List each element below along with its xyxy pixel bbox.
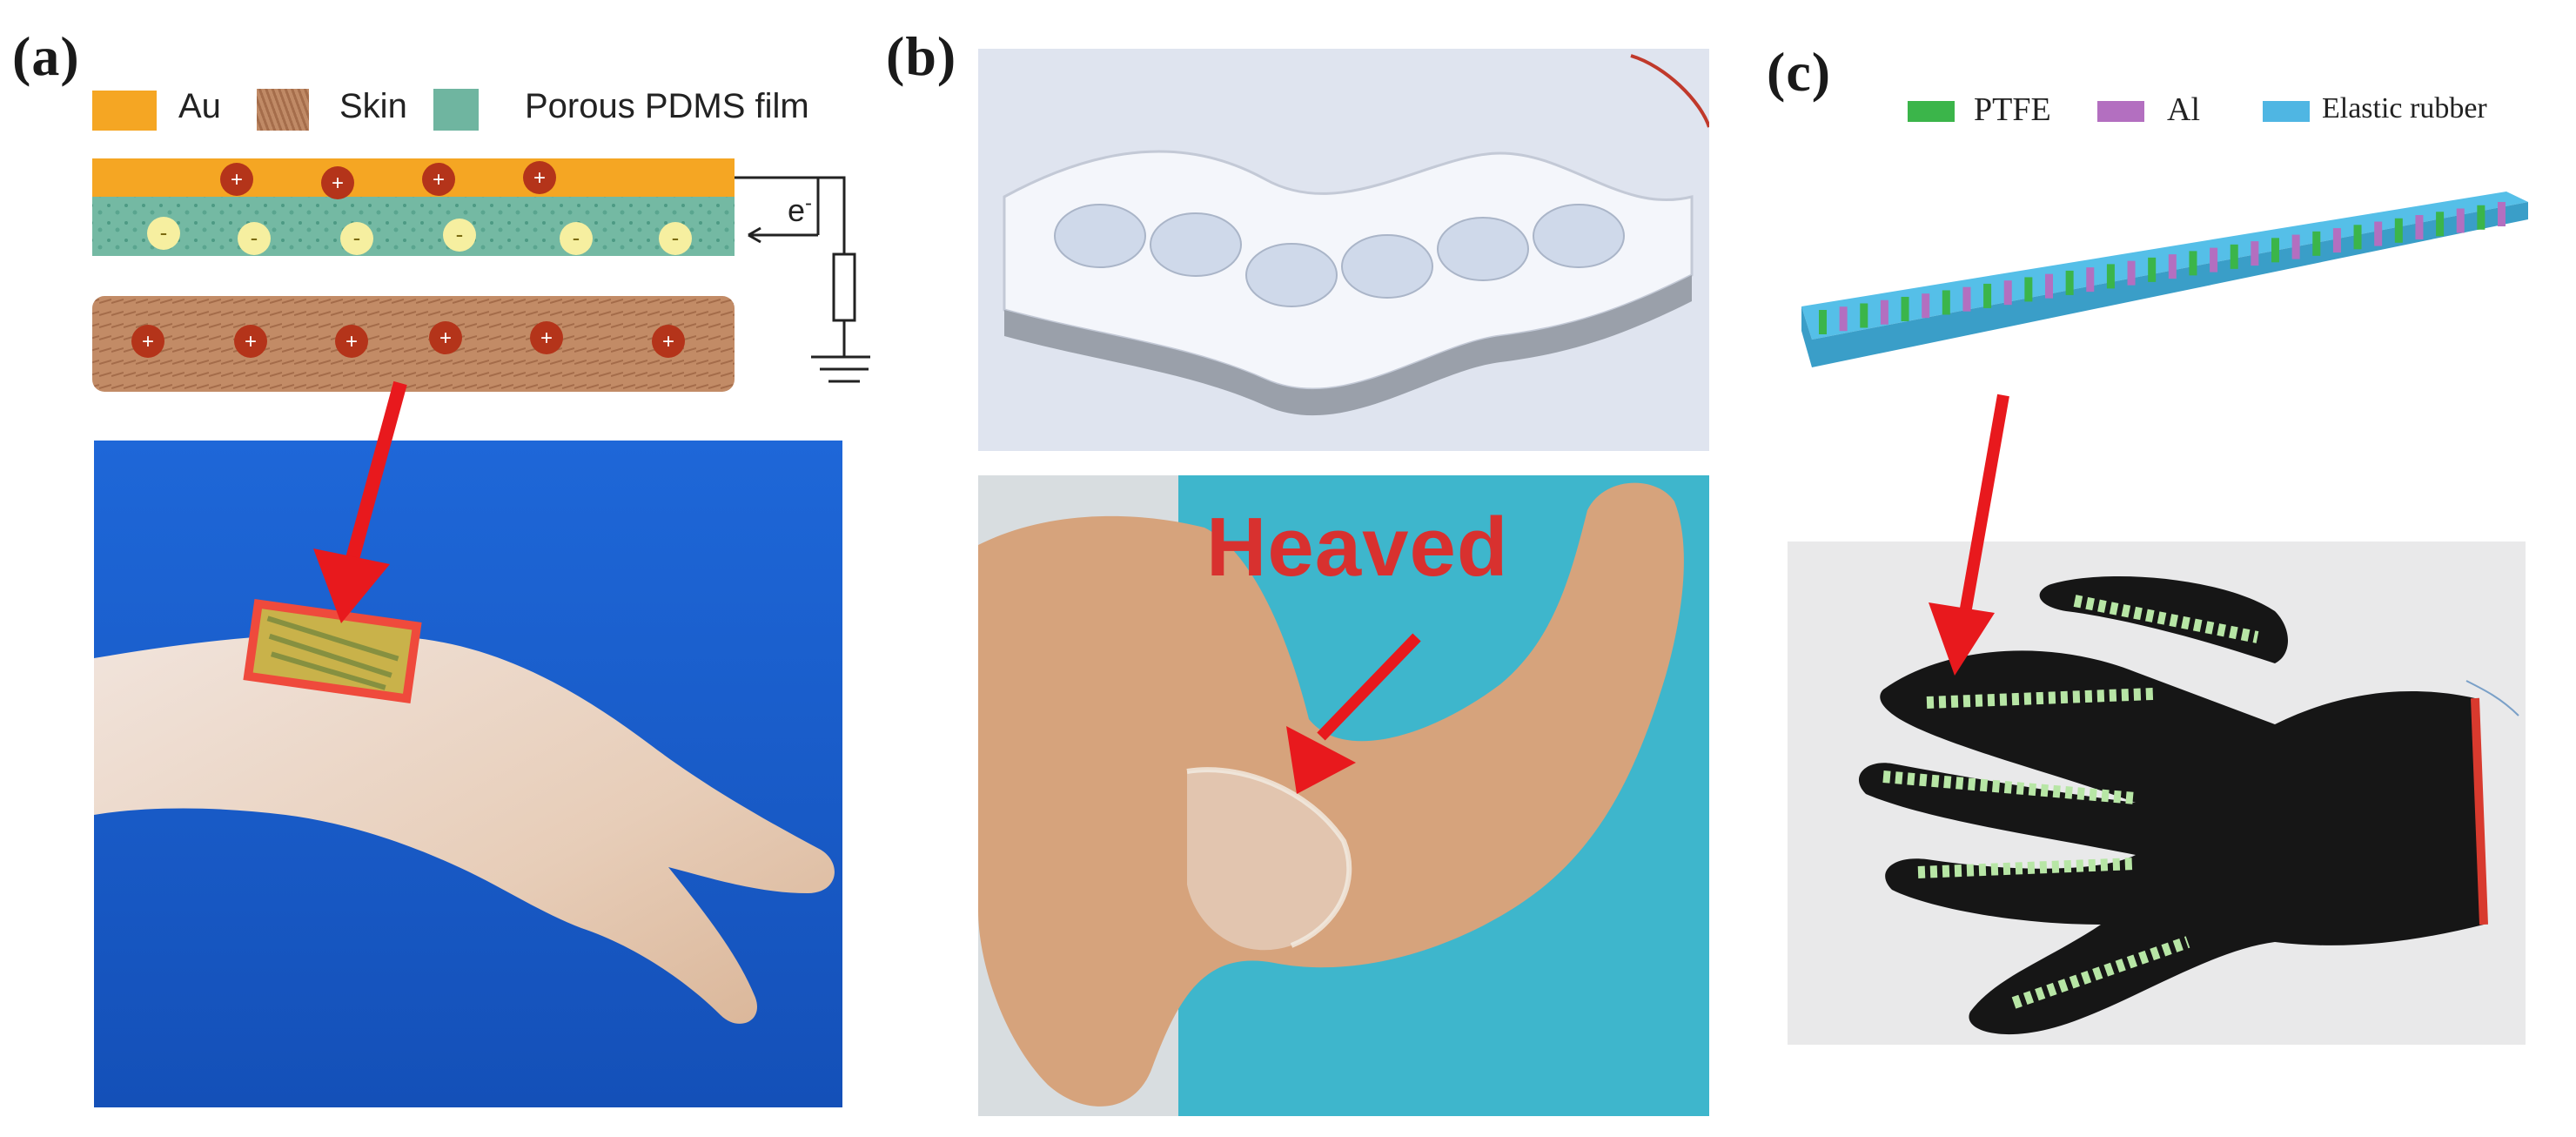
electrode-stripe (2436, 212, 2445, 237)
pdms-legend-label: Porous PDMS film (525, 87, 809, 125)
ptfe-legend-label: PTFE (1974, 91, 2051, 128)
svg-text:+: + (439, 326, 452, 350)
svg-text:-: - (456, 221, 464, 247)
wrist-hand (94, 634, 835, 1024)
electrode-stripe (2189, 251, 2197, 276)
svg-text:+: + (231, 168, 243, 192)
electrode-stripe (2106, 264, 2115, 289)
svg-text:-: - (353, 225, 361, 251)
electrode-stripe (1839, 306, 1848, 332)
al-legend-label: Al (2167, 91, 2200, 128)
electrode-stripe (2127, 260, 2136, 286)
electrode-stripe (2271, 238, 2279, 263)
electrode-stripe (2148, 257, 2157, 282)
svg-text:+: + (332, 172, 344, 195)
wrist-photo (94, 441, 842, 1107)
electrode-stripe (2415, 215, 2424, 240)
red-arrow-b (1286, 633, 1421, 794)
skin-legend-label: Skin (339, 87, 407, 125)
electrode-strip-schematic (1801, 192, 2528, 367)
electrode-stripe (1962, 286, 1971, 312)
panel-c-letter: (c) (1767, 41, 1832, 103)
electrode-stripe (2332, 228, 2341, 253)
skin-legend-swatch (257, 89, 309, 131)
electrode-stripe (2394, 218, 2403, 243)
rubber-legend-label: Elastic rubber (2322, 92, 2487, 124)
electrode-stripe (2312, 231, 2321, 256)
panel-a-letter: (a) (12, 25, 80, 87)
electrode-stripe (2353, 225, 2362, 250)
electrode-stripe (1880, 299, 1888, 325)
svg-text:-: - (160, 219, 168, 246)
skin-positive-charges: + + + + + + (131, 321, 685, 358)
ptfe-al-stripes (1819, 202, 2506, 334)
electrode-stripe (2086, 267, 2095, 293)
electrode-stripe (2230, 244, 2238, 269)
electrode-stripe (1983, 283, 1992, 308)
electrode-stripe (2498, 202, 2506, 226)
panel-a-schematic: + + + + - - - - - - + + + + + + (92, 158, 870, 392)
pdms-layer (92, 197, 735, 256)
svg-text:+: + (345, 330, 358, 353)
pdms-negative-charges: - - - - - - (147, 217, 692, 255)
au-positive-charges: + + + + (220, 161, 556, 199)
electrode-stripe (2477, 205, 2485, 230)
red-arrow-c (1929, 394, 2009, 676)
electrode-stripe (2065, 270, 2074, 295)
au-legend-label: Au (178, 87, 221, 125)
electrode-stripe (1819, 310, 1827, 334)
electrode-stripe (2003, 280, 2012, 306)
electrode-stripe (2168, 254, 2177, 279)
electrode-stripe (2210, 247, 2218, 272)
red-arrow-a (313, 380, 407, 623)
electron-label: e- (788, 192, 813, 228)
svg-text:-: - (573, 225, 580, 251)
au-legend-swatch (92, 91, 157, 131)
svg-text:-: - (251, 225, 258, 251)
ptfe-legend-swatch (1908, 101, 1955, 122)
electrode-stripe (2251, 241, 2259, 266)
svg-text:+: + (540, 326, 553, 350)
arm-photo: Heaved (978, 475, 1709, 1116)
stretchable-device-render (978, 49, 1709, 451)
svg-text:-: - (672, 225, 680, 251)
electrode-stripe (1942, 290, 1950, 315)
svg-text:+: + (245, 330, 257, 353)
electrode-stripe (2291, 234, 2300, 259)
svg-text:+: + (662, 330, 674, 353)
heaved-caption: Heaved (1206, 501, 1509, 594)
electrode-stripe (1922, 293, 1930, 319)
panel-b-letter: (b) (886, 25, 957, 87)
svg-text:+: + (533, 166, 546, 190)
external-circuit (735, 176, 870, 383)
svg-text:+: + (433, 168, 445, 192)
al-legend-swatch (2097, 101, 2144, 122)
au-layer (92, 158, 735, 197)
glove-photo (1788, 542, 2526, 1045)
electrode-stripe (2456, 208, 2465, 233)
svg-text:+: + (142, 330, 154, 353)
electrode-stripe (1860, 303, 1868, 328)
skin-layer (92, 296, 735, 392)
electrode-stripe (2045, 273, 2053, 299)
rubber-legend-swatch (2263, 101, 2310, 122)
electrode-stripe (2024, 277, 2033, 302)
electrode-stripe (1901, 296, 1909, 321)
pdms-legend-swatch (433, 89, 479, 131)
electrode-stripe (2374, 221, 2383, 246)
